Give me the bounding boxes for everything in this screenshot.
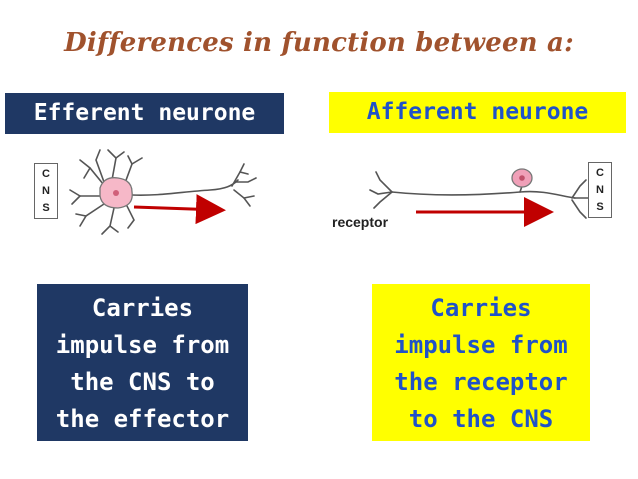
- efferent-direction-arrow: [133, 194, 226, 225]
- efferent-nucleus: [113, 190, 119, 196]
- afferent-neuron-illustration: [369, 171, 589, 219]
- description-line: to the CNS: [408, 405, 554, 433]
- description-line: Carries: [430, 294, 532, 322]
- afferent-heading: Afferent neurone: [329, 92, 626, 133]
- efferent-neuron-illustration: [69, 149, 257, 235]
- description-line: impulse from: [394, 331, 568, 359]
- slide-title: Differences in function between a:: [64, 28, 574, 58]
- efferent-cns-label: C N S: [34, 163, 58, 219]
- cns-letter: C: [596, 167, 604, 179]
- cns-letter: N: [596, 184, 604, 196]
- description-line: impulse from: [55, 331, 230, 359]
- description-line: the effector: [55, 405, 230, 433]
- afferent-nucleus: [519, 175, 525, 181]
- receptor-label: receptor: [332, 214, 389, 230]
- description-line: Carries: [91, 294, 194, 322]
- afferent-cns-label: C N S: [588, 162, 612, 218]
- cns-letter: S: [42, 202, 50, 214]
- afferent-description-box: Carries impulse from the receptor to the…: [372, 284, 590, 441]
- efferent-description-box: Carries impulse from the CNS to the effe…: [37, 284, 248, 441]
- efferent-heading: Efferent neurone: [5, 93, 284, 134]
- description-line: the CNS to: [70, 368, 215, 396]
- cns-letter: C: [42, 168, 50, 180]
- cns-letter: N: [42, 185, 50, 197]
- description-line: the receptor: [394, 368, 568, 396]
- cns-letter: S: [596, 201, 604, 213]
